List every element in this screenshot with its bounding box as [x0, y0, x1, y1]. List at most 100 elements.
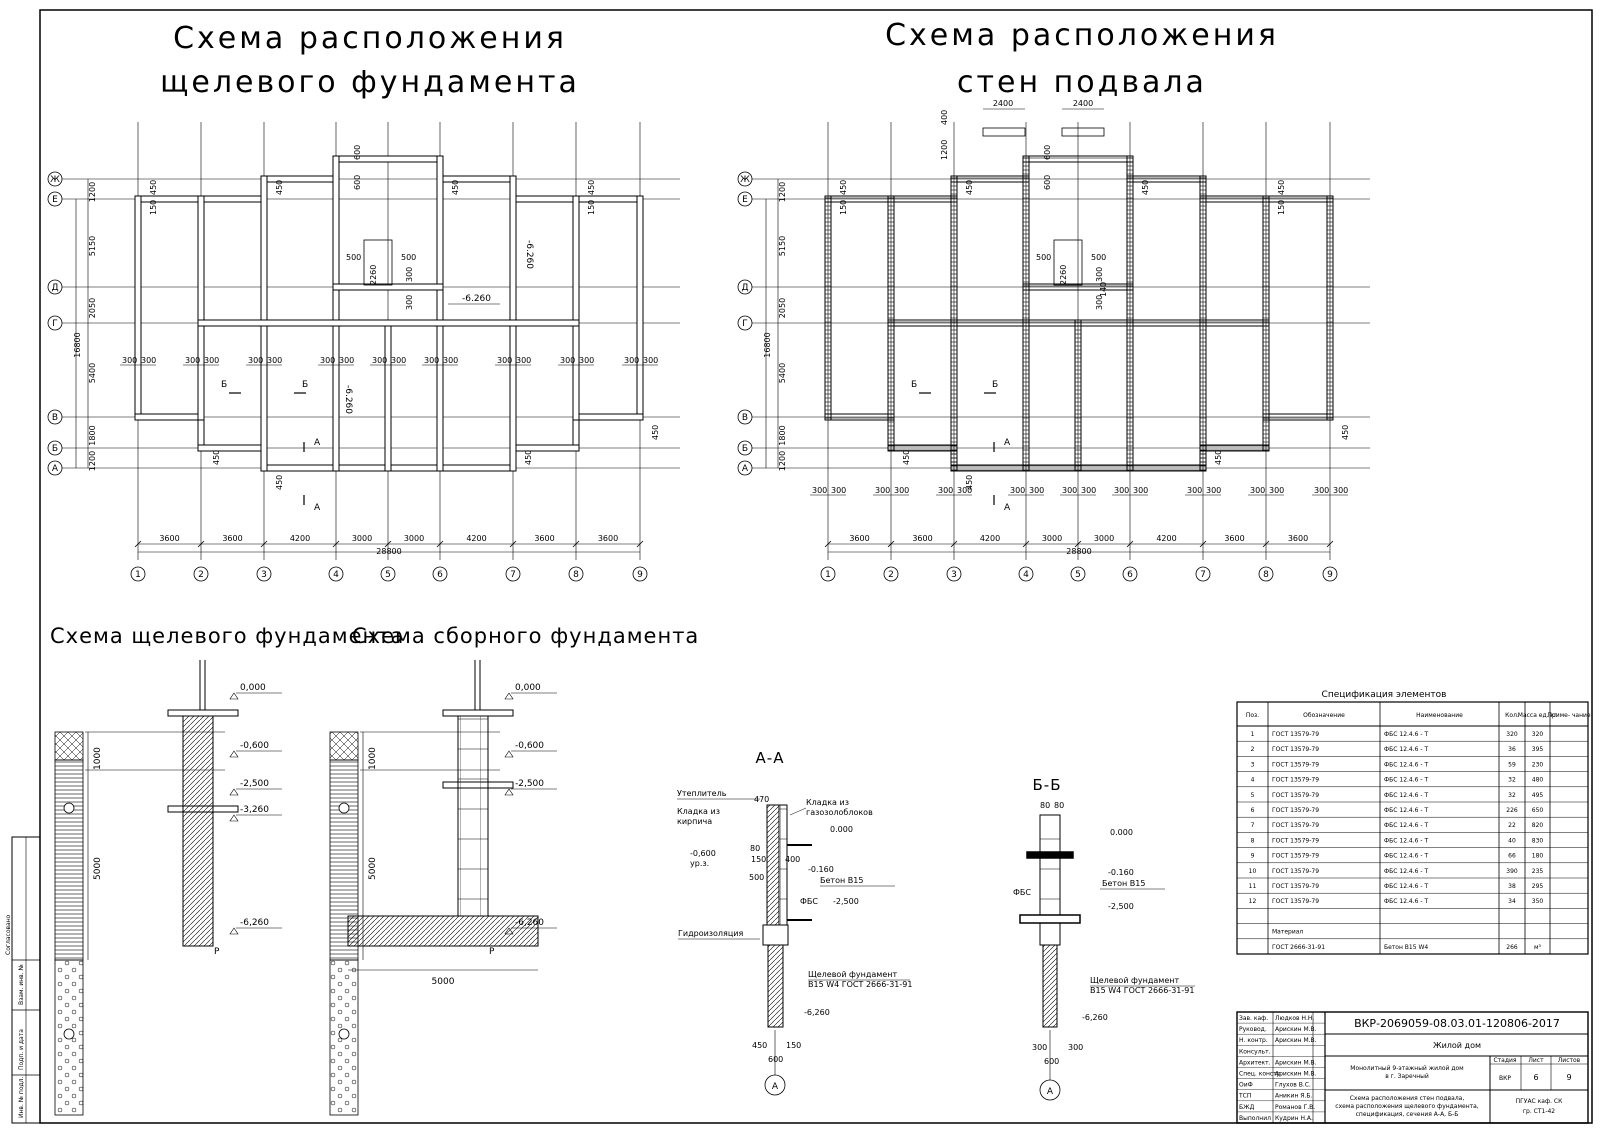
dim-label: 2050 — [88, 298, 97, 318]
axis-label: А — [52, 464, 59, 474]
spec-header: Приме- чание — [1547, 712, 1591, 719]
wall — [260, 175, 340, 183]
stamp-role: Выполнил — [1239, 1115, 1271, 1122]
dim-label: 450 — [839, 180, 848, 195]
dim-tick — [384, 540, 392, 548]
dim-label: 140 — [1099, 282, 1108, 297]
dim-label: 1000 — [368, 747, 378, 770]
wall-dim-label: 300 — [1314, 486, 1329, 495]
stamp-role: Н. контр. — [1239, 1037, 1268, 1044]
stamp-role: БЖД — [1239, 1104, 1255, 1111]
dim-tick — [134, 540, 142, 548]
spec-cell: ФБС 12.4.6 - Т — [1384, 837, 1428, 844]
stamp-name: Арискин М.В. — [1275, 1071, 1317, 1078]
spec-cell: ФБС 12.4.6 - Т — [1384, 777, 1428, 784]
axis-marker — [1258, 566, 1274, 582]
spec-cell: 4 — [1251, 777, 1255, 784]
dim-label: 3000 — [1094, 534, 1114, 543]
axis-marker — [47, 460, 63, 476]
dim-label: 500 — [1036, 253, 1051, 262]
spec-cell: 266 — [1506, 944, 1518, 951]
dim-label: 450 — [451, 180, 460, 195]
axis-label: 9 — [1327, 570, 1333, 580]
dim-tick — [950, 540, 958, 548]
stamp-role: Зав. каф. — [1239, 1015, 1268, 1022]
axis-marker — [737, 409, 753, 425]
wall-dim-label: 300 — [1062, 486, 1077, 495]
section-label: Щелевой фундамент — [808, 970, 897, 979]
content-desc: Схема расположения стен подвала, — [1350, 1095, 1465, 1102]
axis-marker — [47, 315, 63, 331]
axis-label: 7 — [1200, 570, 1206, 580]
spec-cell: ГОСТ 13579-79 — [1272, 837, 1319, 844]
axis-marker — [47, 409, 63, 425]
dim-label: 5150 — [88, 236, 97, 256]
dim-label: 450 — [1214, 450, 1223, 465]
soil-marker — [63, 1028, 75, 1040]
wall — [197, 444, 268, 452]
slot-foundation — [182, 715, 214, 947]
spec-cell: ГОСТ 2666-31-91 — [1272, 944, 1325, 951]
dim-label: 5400 — [88, 363, 97, 383]
section-label: 450 — [752, 1041, 767, 1050]
spec-cell: ГОСТ 13579-79 — [1272, 898, 1319, 905]
elevation-label: -6.260 — [462, 294, 491, 304]
dim-label: 16800 — [73, 332, 82, 357]
section-letter: А — [314, 503, 321, 513]
spec-cell: ФБС 12.4.6 - Т — [1384, 761, 1428, 768]
axis-marker — [946, 566, 962, 582]
dim-label: 1800 — [778, 425, 787, 445]
dim-label: 600 — [1043, 145, 1052, 160]
scheme-slot-title: Схема щелевого фундамента — [50, 624, 404, 648]
wall-dim-label: 300 — [1029, 486, 1044, 495]
dim-label: 450 — [651, 425, 660, 440]
section-letter: А — [1004, 438, 1011, 448]
level-marker — [229, 814, 239, 822]
organization: гр. СТ1-42 — [1523, 1108, 1555, 1115]
wall-dim-label: 300 — [497, 356, 512, 365]
section-label: -0.160 — [808, 865, 834, 874]
dim-label: 1200 — [88, 182, 97, 202]
axis-label: Д — [51, 283, 58, 293]
plan2-title-line1: Схема расположения — [885, 18, 1279, 53]
dim-tick — [572, 540, 580, 548]
spec-cell: 36 — [1508, 746, 1516, 753]
content-desc: схема расположения щелевого фундамента, — [1335, 1103, 1479, 1110]
section-label: -0.160 — [1108, 868, 1134, 877]
wall — [824, 195, 832, 421]
wall-dim-label: 300 — [339, 356, 354, 365]
sheet-frame — [39, 9, 1593, 1124]
level-marker — [229, 788, 239, 796]
spec-cell: ФБС 12.4.6 - Т — [1384, 883, 1428, 890]
section-label: 470 — [754, 795, 769, 804]
spec-cell: ГОСТ 13579-79 — [1272, 731, 1319, 738]
stamp-role: Спец. констр. — [1239, 1071, 1283, 1078]
axis-label: А — [742, 464, 749, 474]
wall — [509, 195, 580, 203]
dim-label: 5150 — [778, 236, 787, 256]
agreed-label: Согласовано — [5, 914, 12, 955]
dim-label: 5000 — [368, 857, 378, 880]
axis-label: 5 — [385, 570, 391, 580]
elevation-label: -6.260 — [524, 240, 534, 269]
axis-marker — [737, 460, 753, 476]
spec-title: Спецификация элементов — [1322, 690, 1447, 700]
slab-mid — [442, 781, 514, 789]
wall — [887, 444, 958, 452]
stair-box — [363, 239, 393, 286]
wall — [509, 444, 580, 452]
wall-dim-label: 300 — [185, 356, 200, 365]
section-label: Кладка из — [806, 798, 849, 807]
spec-cell: ГОСТ 13579-79 — [1272, 761, 1319, 768]
inv-label: Инв. № подл. — [18, 1077, 25, 1118]
spec-cell: 180 — [1532, 853, 1544, 860]
spec-cell: 66 — [1508, 853, 1516, 860]
elevation-label: -2,500 — [515, 779, 544, 789]
axis-label: 7 — [510, 570, 516, 580]
axis-label: 1 — [825, 570, 831, 580]
wall-dim-label: 300 — [1333, 486, 1348, 495]
dim-label: 600 — [353, 145, 362, 160]
dim-label: 400 — [940, 110, 949, 125]
